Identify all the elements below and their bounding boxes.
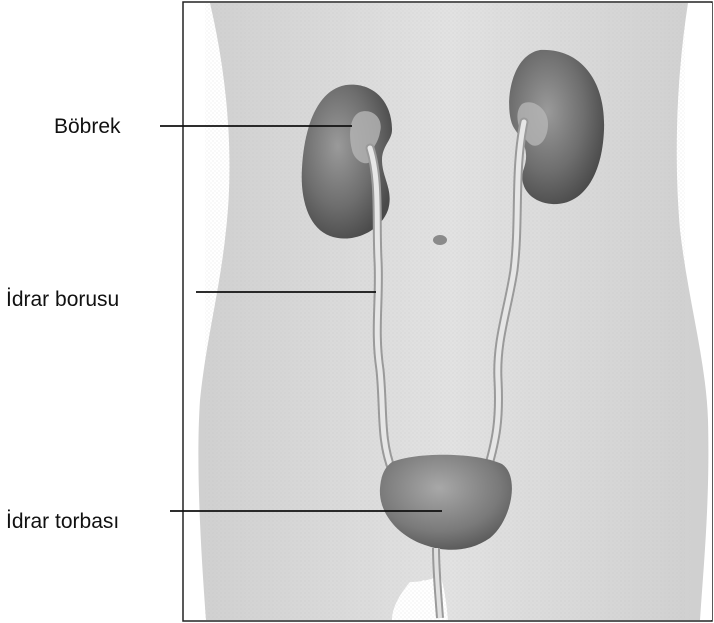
navel bbox=[433, 235, 447, 245]
kidney-label: Böbrek bbox=[54, 116, 121, 137]
bladder-label: İdrar torbası bbox=[6, 511, 119, 532]
ureter-label: İdrar borusu bbox=[6, 289, 119, 310]
